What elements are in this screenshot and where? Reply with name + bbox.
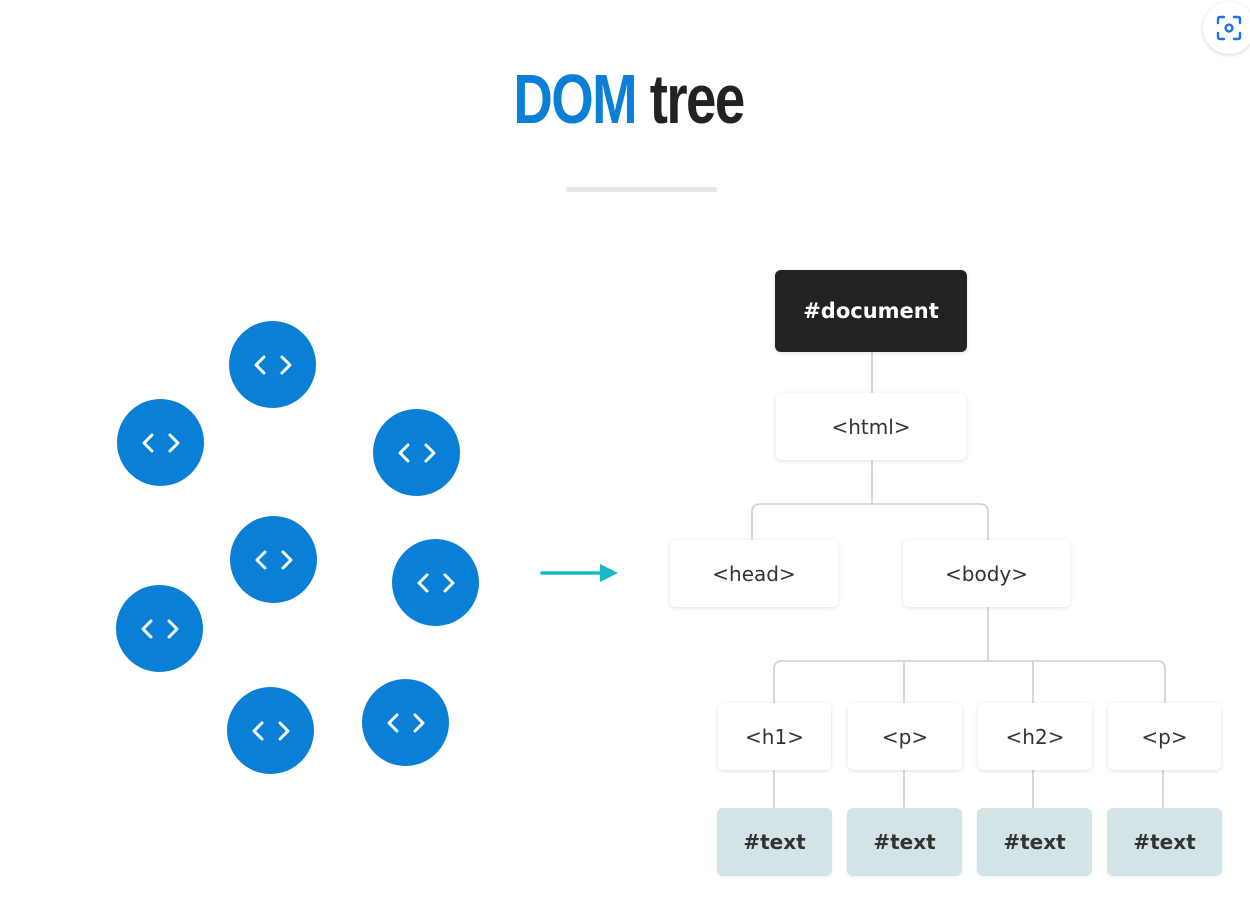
p-node: <p> [1108, 703, 1221, 770]
text-node: #text [847, 808, 962, 876]
code-element-circle [117, 399, 204, 486]
right-arrow-icon [540, 564, 618, 582]
code-brackets-icon [141, 619, 178, 638]
title-divider [566, 187, 717, 192]
text-node: #text [977, 808, 1092, 876]
scan-icon [1216, 15, 1242, 41]
p-node: <p> [848, 703, 962, 770]
code-brackets-icon [254, 355, 291, 374]
code-element-circle [392, 539, 479, 626]
code-element-circle [229, 321, 316, 408]
document-node: #document [775, 270, 967, 352]
code-element-circle [230, 516, 317, 603]
diagram-title: DOM tree [141, 64, 1116, 134]
title-rest: tree [649, 60, 745, 138]
code-brackets-icon [252, 721, 289, 740]
scan-button[interactable] [1203, 2, 1250, 54]
code-element-circle [116, 585, 203, 672]
text-node: #text [1107, 808, 1222, 876]
code-brackets-icon [387, 713, 424, 732]
code-element-circle [373, 409, 460, 496]
code-brackets-icon [255, 550, 292, 569]
code-brackets-icon [398, 443, 435, 462]
code-brackets-icon [142, 433, 179, 452]
code-element-circle [227, 687, 314, 774]
html-node: <html> [776, 393, 966, 460]
title-highlight: DOM [513, 60, 637, 138]
code-element-circle [362, 679, 449, 766]
text-node: #text [717, 808, 832, 876]
body-node: <body> [903, 540, 1070, 607]
h2-node: <h2> [978, 703, 1092, 770]
h1-node: <h1> [718, 703, 831, 770]
code-brackets-icon [417, 573, 454, 592]
head-node: <head> [670, 540, 838, 607]
